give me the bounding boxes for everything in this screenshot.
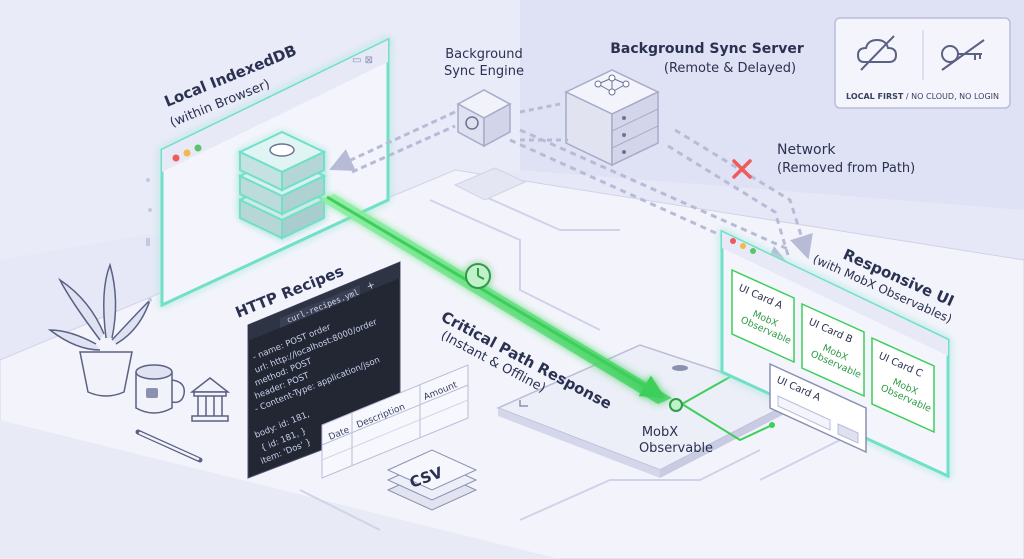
sync-server-subtitle: (Remote & Delayed): [664, 61, 796, 76]
network-subtitle: (Removed from Path): [777, 161, 915, 176]
tablet-device: [496, 344, 802, 478]
window-close-dot[interactable]: [172, 154, 180, 162]
mobx-observable-node: [669, 398, 683, 412]
editor-add-tab-button[interactable]: +: [365, 279, 377, 292]
sync-engine-cube: [456, 89, 512, 148]
local-first-badge: LOCAL FIRST / NO CLOUD, NO LOGIN: [834, 17, 1011, 109]
sync-server-title: Background Sync Server: [610, 41, 804, 57]
desk-cube: [453, 167, 527, 201]
ui-window-close-dot[interactable]: [730, 238, 736, 244]
ui-card-a[interactable]: UI Card A MobX Observable: [731, 268, 795, 364]
csv-file-icon: CSV: [386, 449, 478, 511]
ui-card-form-input[interactable]: [777, 395, 831, 431]
no-key-icon: [941, 39, 985, 71]
window-maximize-dot[interactable]: [194, 144, 202, 152]
data-table: Date Description Amount: [321, 364, 469, 479]
network-graph-icon: [594, 74, 630, 96]
ui-card-c[interactable]: UI Card C MobX Observable: [871, 336, 935, 434]
connector-dot-2: [769, 422, 775, 428]
code-editor-panel: curl-recipes.yml + - name: POST order ur…: [247, 261, 401, 479]
ui-window-maximize-dot[interactable]: [750, 248, 756, 254]
window-controls-icon[interactable]: ▭ ⊠: [352, 55, 373, 66]
ui-card-b[interactable]: UI Card B MobX Observable: [801, 302, 865, 398]
pen-icon: [135, 429, 203, 463]
mug-icon: [135, 364, 185, 414]
critical-path-beam: [320, 194, 672, 404]
sync-engine-label-2: Sync Engine: [444, 64, 524, 79]
ui-card-form-button[interactable]: [837, 423, 859, 444]
network-title: Network: [777, 142, 836, 158]
no-cloud-icon: [856, 35, 898, 71]
ui-window-minimize-dot[interactable]: [740, 243, 746, 249]
bank-icon: [189, 377, 231, 422]
sync-engine-label-1: Background: [445, 47, 523, 62]
mobx-label-2: Observable: [639, 441, 713, 456]
window-minimize-dot[interactable]: [183, 149, 191, 157]
sync-icon: [465, 116, 479, 130]
badge-text: LOCAL FIRST / NO CLOUD, NO LOGIN: [846, 92, 999, 101]
decorative-dots: [146, 178, 152, 302]
sync-server-icon: [564, 69, 660, 167]
network-removed-x-icon: [732, 159, 752, 179]
mobx-label-1: MobX: [642, 425, 678, 440]
desk-front: [0, 420, 560, 559]
database-icon: [237, 130, 327, 240]
